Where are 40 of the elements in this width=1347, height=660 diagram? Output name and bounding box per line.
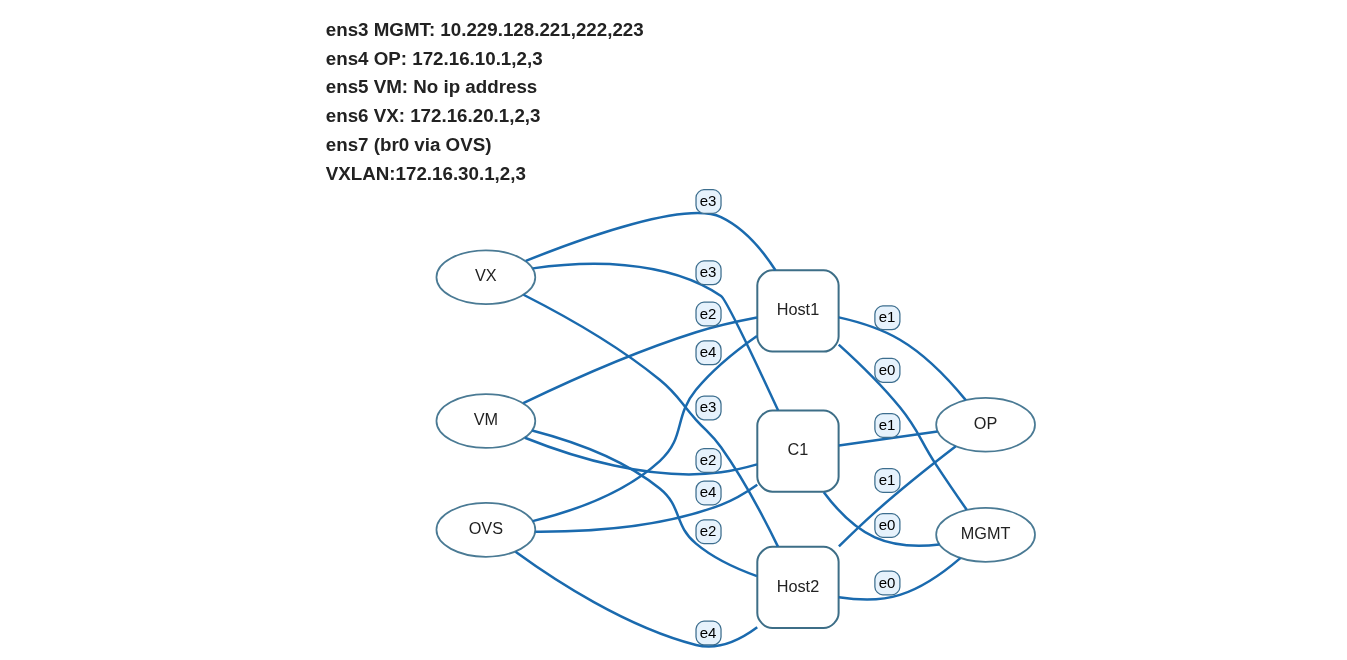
- edge-label: e0: [878, 360, 896, 378]
- edge-label: e3: [699, 263, 717, 281]
- label: ens7 (br0 via OVS): [325, 133, 492, 155]
- node-ellipse: VX: [435, 249, 537, 305]
- edge-label: e0: [878, 573, 896, 591]
- connector: [532, 334, 758, 523]
- edge-label: e4: [699, 623, 717, 641]
- label: ens4 OP: 172.16.10.1,2,3: [325, 47, 543, 69]
- edge-label: e1: [878, 470, 896, 488]
- connector: [822, 491, 940, 547]
- edge-label: e3: [699, 398, 717, 416]
- edge-label: e2: [699, 304, 717, 322]
- node-box: Host1: [756, 269, 840, 353]
- label: ens3 MGMT: 10.229.128.221,222,223: [325, 18, 644, 40]
- node-box: C1: [756, 409, 840, 493]
- edge-label: e3: [699, 192, 717, 210]
- edge-label: e2: [699, 450, 717, 468]
- edge-label: e2: [699, 522, 717, 540]
- label: ens5 VM: No ip address: [325, 76, 538, 98]
- connector: [838, 430, 938, 447]
- label: VXLAN:172.16.30.1,2,3: [325, 162, 526, 184]
- connector: [838, 445, 957, 548]
- connector: [525, 211, 777, 271]
- label: ens6 VX: 172.16.20.1,2,3: [325, 105, 541, 127]
- edge-label: e4: [699, 343, 717, 361]
- node-box: Host2: [756, 545, 840, 630]
- node-ellipse: OP: [935, 397, 1036, 453]
- node-ellipse: OVS: [435, 502, 537, 558]
- connector: [838, 316, 967, 401]
- node-ellipse: VM: [435, 393, 537, 449]
- edge-label: e1: [878, 415, 896, 433]
- connector: [837, 343, 968, 511]
- connector: [838, 557, 962, 601]
- node-ellipse: MGMT: [935, 507, 1036, 563]
- edge-label: e0: [878, 515, 896, 533]
- connector: [531, 429, 758, 578]
- edge-label: e1: [878, 308, 896, 326]
- connector: [522, 316, 758, 405]
- connector: [522, 293, 780, 548]
- edge-label: e4: [699, 483, 717, 501]
